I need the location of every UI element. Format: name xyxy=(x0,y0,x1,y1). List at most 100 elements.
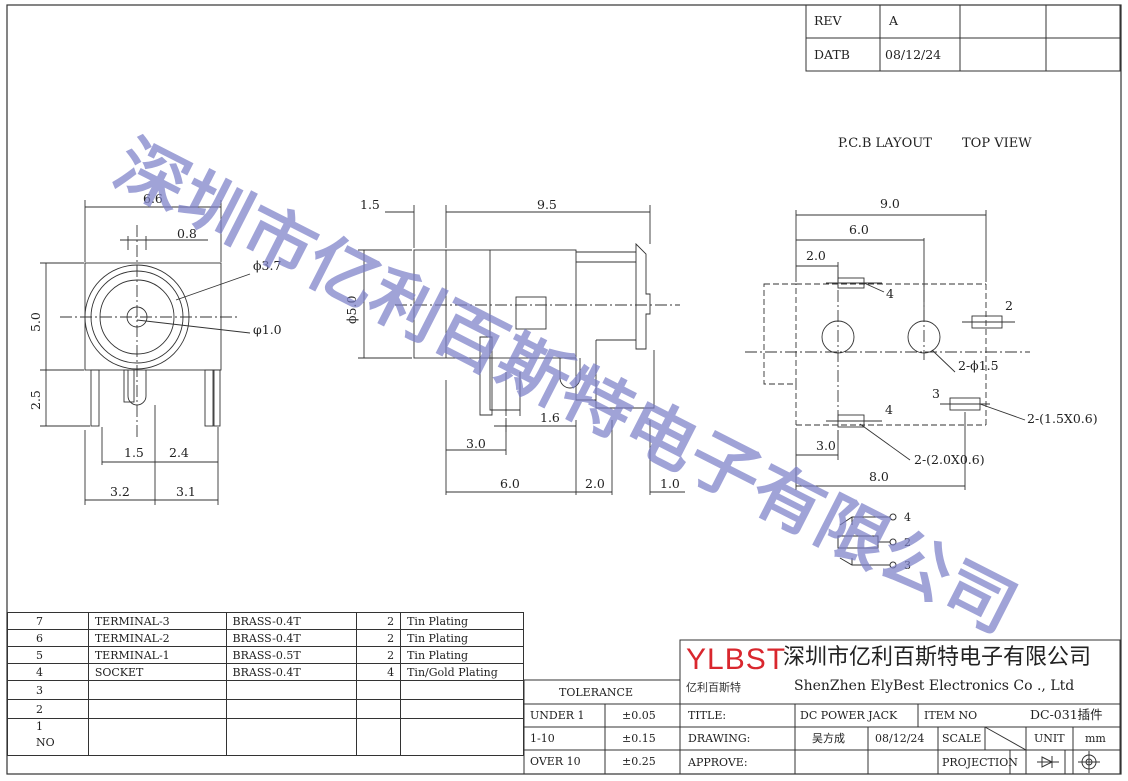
dim-phi-1-0: φ1.0 xyxy=(253,322,282,337)
side-dim-1-0: 1.0 xyxy=(660,476,680,491)
approve-label: APPROVE: xyxy=(688,756,748,769)
side-dim-1-6: 1.6 xyxy=(540,410,560,425)
tolerance-value: ±0.25 xyxy=(622,755,656,768)
tolerance-frame xyxy=(523,679,681,775)
side-dim-9-5: 9.5 xyxy=(537,197,557,212)
bom-material: BRASS-0.4T xyxy=(225,612,358,630)
title-label: TITLE: xyxy=(688,709,727,722)
dim-1-5: 1.5 xyxy=(124,445,144,460)
dim-2-5: 2.5 xyxy=(28,390,43,410)
tolerance-range: OVER 10 xyxy=(530,755,581,768)
schematic-pin-3: 3 xyxy=(904,559,911,572)
tolerance-range: 1-10 xyxy=(530,732,555,745)
dim-6-6: 6.6 xyxy=(143,191,163,206)
title-value: DC POWER JACK xyxy=(800,709,898,722)
bom-name: TERMINAL-3 xyxy=(87,612,227,630)
date-label: DATB xyxy=(814,47,850,62)
unit-label: UNIT xyxy=(1034,732,1065,745)
bom-finish: Tin/Gold Plating xyxy=(400,663,524,681)
unit-value: mm xyxy=(1085,732,1106,745)
bom-no: 2 xyxy=(7,699,89,719)
drawing-label: DRAWING: xyxy=(688,732,751,745)
bom-material: BRASS-0.5T xyxy=(225,646,358,664)
pcb-dim-8-0: 8.0 xyxy=(869,469,889,484)
projection-label: PROJECTION xyxy=(942,756,1018,769)
side-view xyxy=(358,205,685,495)
bom-no: 5 xyxy=(7,646,89,664)
dim-3-2: 3.2 xyxy=(110,484,130,499)
side-dim-2-0: 2.0 xyxy=(585,476,605,491)
schematic-pin-4: 4 xyxy=(904,511,911,524)
pcb-layout xyxy=(745,210,1030,490)
bom-no: 3 xyxy=(7,680,89,700)
bom-finish: Tin Plating xyxy=(400,646,524,664)
bom-material: BRASS-0.4T xyxy=(225,663,358,681)
scale-label: SCALE xyxy=(942,732,982,745)
bom-no: 1 xyxy=(36,720,43,733)
pcb-dim-2-0: 2.0 xyxy=(806,248,826,263)
item-no-label: ITEM NO xyxy=(924,709,978,722)
side-dim-phi-5-0: ϕ5.0 xyxy=(344,295,359,324)
item-no-value: DC-031插件 xyxy=(1030,707,1103,722)
company-name-cn: 深圳市亿利百斯特电子有限公司 xyxy=(783,645,1092,670)
top-view-title: TOP VIEW xyxy=(962,136,1032,151)
bom-name: TERMINAL-2 xyxy=(87,629,227,647)
pcb-dim-9-0: 9.0 xyxy=(880,196,900,211)
bom-finish: Tin Plating xyxy=(400,629,524,647)
tolerance-value: ±0.05 xyxy=(622,709,656,722)
tolerance-title: TOLERANCE xyxy=(559,686,633,699)
dim-2-4: 2.4 xyxy=(169,445,189,460)
tolerance-value: ±0.15 xyxy=(622,732,656,745)
side-dim-1-5: 1.5 xyxy=(360,197,380,212)
table-row: 3 xyxy=(7,680,524,700)
pcb-slot-note-right: 2-(1.5X0.6) xyxy=(1027,411,1098,426)
pcb-slot-note-bottom: 2-(2.0X0.6) xyxy=(914,452,985,467)
pcb-dim-3-0: 3.0 xyxy=(816,438,836,453)
bom-no: 4 xyxy=(7,663,89,681)
bom-name: TERMINAL-1 xyxy=(87,646,227,664)
bom-qty: 2 xyxy=(356,612,402,630)
bom-qty: 4 xyxy=(356,663,402,681)
side-dim-3-0: 3.0 xyxy=(466,436,486,451)
table-row: 2 xyxy=(7,699,524,719)
bom-finish: Tin Plating xyxy=(400,612,524,630)
bom-qty: 2 xyxy=(356,629,402,647)
drawing-date: 08/12/24 xyxy=(875,732,925,745)
pcb-dim-6-0: 6.0 xyxy=(849,222,869,237)
bom-material: BRASS-0.4T xyxy=(225,629,358,647)
pcb-pin-2: 2 xyxy=(1005,298,1013,313)
bom-qty: 2 xyxy=(356,646,402,664)
dim-phi-3-7: ϕ3.7 xyxy=(253,258,282,273)
side-dim-6-0: 6.0 xyxy=(500,476,520,491)
bom-no: 7 xyxy=(7,612,89,630)
pcb-layout-title: P.C.B LAYOUT xyxy=(838,136,932,151)
pcb-pin-3: 3 xyxy=(932,386,940,401)
dim-3-1: 3.1 xyxy=(176,484,196,499)
dim-0-8: 0.8 xyxy=(177,226,197,241)
logo-sub: 亿利百斯特 xyxy=(686,681,741,694)
logo-text: YLBST xyxy=(686,643,787,676)
pcb-pin-4-bottom: 4 xyxy=(885,402,893,417)
company-logo: YLBST 亿利百斯特 xyxy=(686,643,787,695)
front-view xyxy=(40,200,251,505)
tolerance-range: UNDER 1 xyxy=(530,709,585,722)
schematic-pin-2: 2 xyxy=(904,536,911,549)
drawing-value: 吴方成 xyxy=(812,732,845,745)
rev-label: REV xyxy=(814,13,842,28)
company-name-en: ShenZhen ElyBest Electronics Co ., Ltd xyxy=(794,678,1075,694)
date-value: 08/12/24 xyxy=(885,47,942,62)
dim-5-0: 5.0 xyxy=(28,312,43,332)
schematic xyxy=(837,513,897,569)
bom-no: 6 xyxy=(7,629,89,647)
rev-value: A xyxy=(889,13,899,28)
bom-no-header: NO xyxy=(36,736,55,749)
bom-name: SOCKET xyxy=(87,663,227,681)
